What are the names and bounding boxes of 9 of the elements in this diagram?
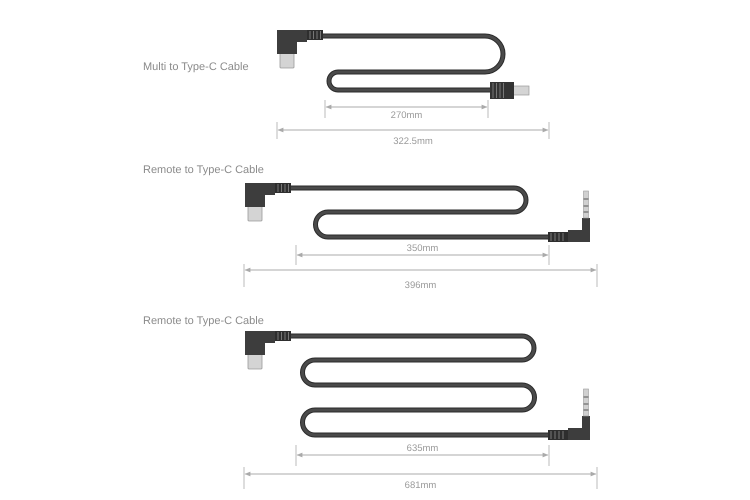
dimension-label: 635mm: [406, 444, 438, 454]
dimension-label: 322.5mm: [393, 137, 433, 146]
dimension-label: 396mm: [404, 281, 436, 290]
dimension-label: 350mm: [406, 244, 438, 254]
cable-title: Multi to Type-C Cable: [143, 62, 249, 73]
dimension-label: 270mm: [390, 111, 422, 120]
cable-title: Remote to Type-C Cable: [143, 316, 264, 327]
dimension-label: 681mm: [404, 481, 436, 490]
cable-title: Remote to Type-C Cable: [143, 165, 264, 176]
